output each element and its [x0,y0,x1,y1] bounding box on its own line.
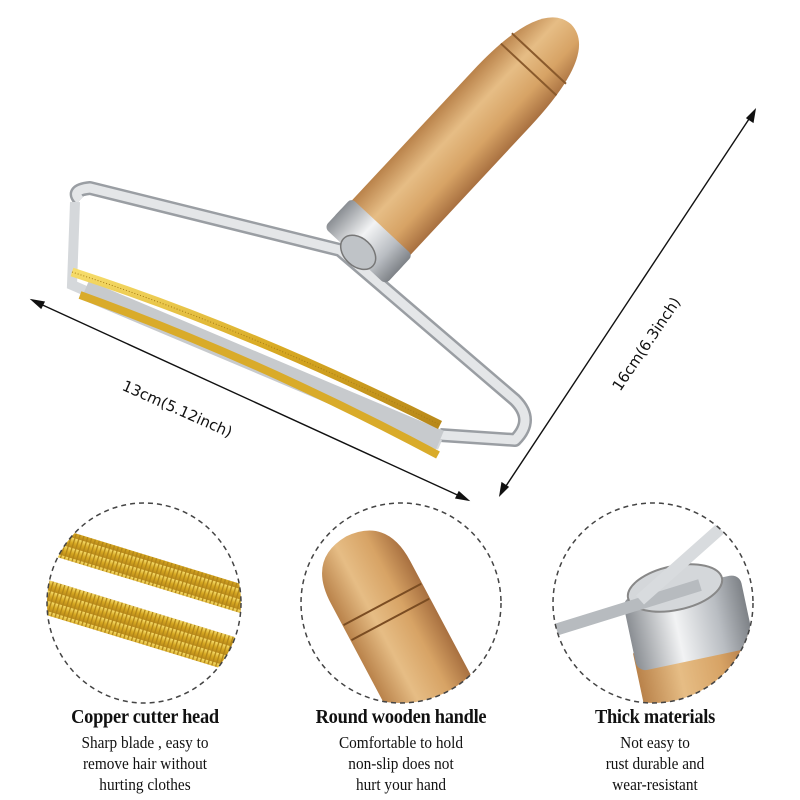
detail-copper-cutter [46,502,242,704]
width-dimension-arrow [29,298,471,502]
detail-wooden-handle [300,502,502,704]
feature-title: Thick materials [594,706,716,728]
height-dimension-arrow [498,107,757,498]
copper-blades [70,267,443,459]
wooden-handle [326,17,579,283]
feature-title: Round wooden handle [315,706,487,728]
feature-title: Copper cutter head [71,706,219,728]
detail-thick-materials [552,502,754,704]
feature-copper-cutter: Copper cutter head Sharp blade , easy to… [30,706,260,795]
